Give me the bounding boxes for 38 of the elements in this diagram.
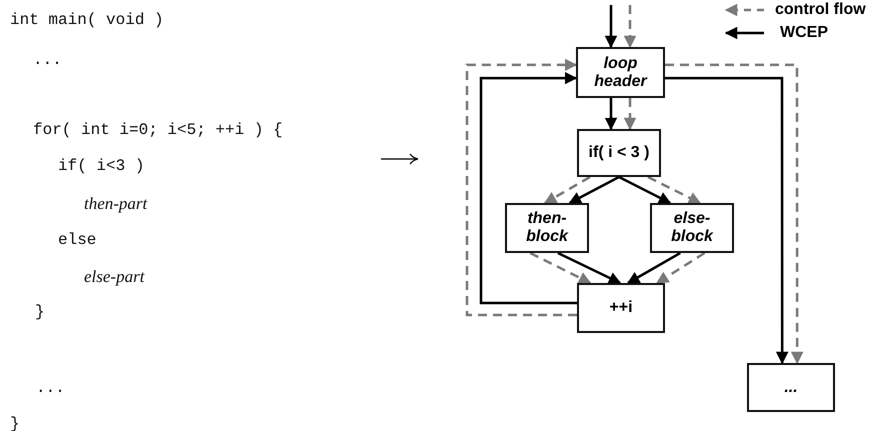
dashed-arrow — [530, 252, 592, 284]
process-box — [577, 283, 665, 333]
dashed-arrow — [656, 252, 706, 284]
legend-label: WCEP — [780, 25, 828, 41]
code-line: else-part — [84, 268, 144, 285]
code-line: for( int i=0; i<5; ++i ) { — [33, 122, 283, 138]
arrow — [604, 5, 618, 48]
dashed-arrow — [624, 98, 636, 130]
arrow — [568, 176, 620, 204]
code-line: int main( void ) — [10, 12, 164, 28]
dashed-arrow — [624, 5, 636, 48]
arrow — [557, 252, 622, 284]
code-line: if( i<3 ) — [58, 158, 144, 174]
node-label: then-block — [525, 210, 570, 246]
dashed-arrow — [647, 176, 702, 204]
process-box — [650, 203, 734, 253]
legend-label: control flow — [775, 2, 866, 18]
process-box — [576, 47, 665, 98]
dashed-arrow — [544, 176, 591, 204]
code-line: else — [58, 232, 96, 248]
dashed-arrow — [466, 58, 578, 316]
arrow — [604, 98, 618, 130]
process-box — [747, 363, 835, 412]
node-label: if( i < 3 ) — [588, 144, 650, 162]
node-label: ++i — [609, 299, 633, 317]
process-box — [577, 129, 661, 177]
node-label: loop header — [593, 54, 648, 90]
node-label: else-block — [670, 210, 714, 246]
arrow — [626, 252, 681, 284]
code-line: ... — [36, 380, 65, 396]
code-line: } — [35, 304, 45, 320]
node-label: ... — [784, 378, 798, 396]
arrow — [480, 72, 578, 304]
code-line: } — [10, 416, 20, 431]
arrow — [618, 176, 672, 204]
code-line: then-part — [84, 195, 148, 212]
process-box — [505, 203, 589, 253]
code-line: ... — [33, 52, 62, 68]
